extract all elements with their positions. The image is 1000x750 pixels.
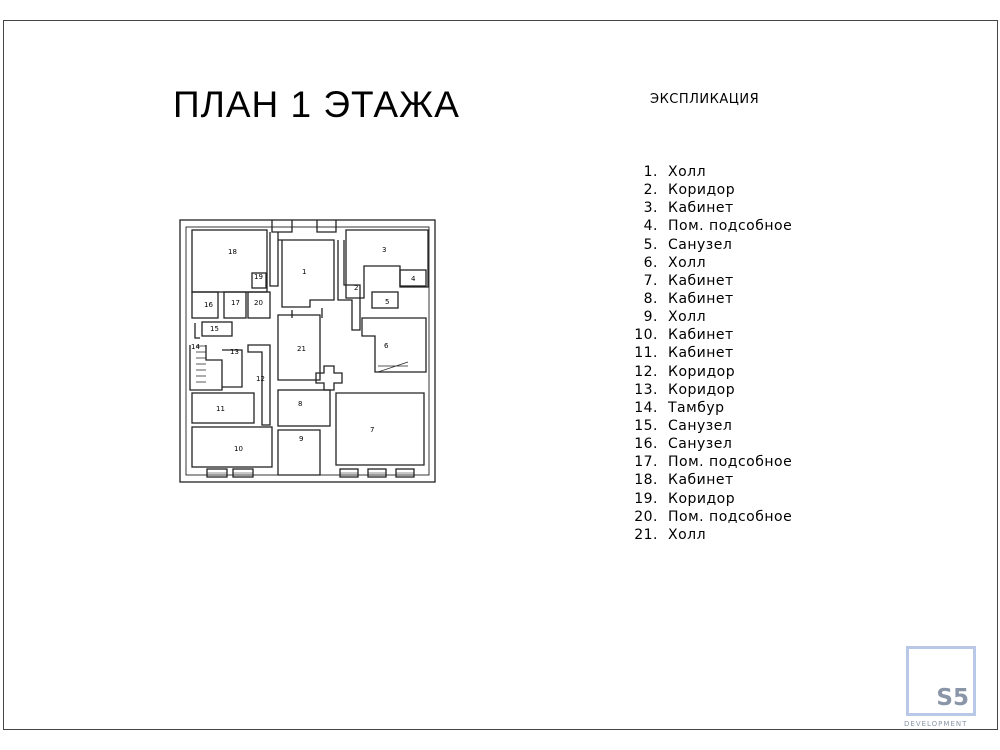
item-number: 4.: [643, 218, 658, 235]
room-label: 4: [411, 275, 416, 283]
room-label: 2: [354, 284, 358, 292]
explication-item: 19. Коридор: [628, 490, 792, 508]
item-name: Пом. подсобное: [668, 454, 793, 471]
logo-caption: DEVELOPMENT: [904, 720, 968, 728]
item-name: Санузел: [668, 236, 733, 253]
explication-item: 14. Тамбур: [628, 399, 792, 417]
room-label: 1: [302, 268, 306, 276]
item-number: 21.: [634, 526, 658, 543]
item-number: 2.: [643, 182, 658, 199]
room-label: 5: [385, 298, 389, 306]
item-number: 1.: [643, 164, 658, 180]
item-number: 3.: [643, 200, 658, 217]
item-number: 10.: [634, 327, 658, 344]
room-label: 10: [234, 445, 243, 453]
room-label: 12: [256, 375, 265, 383]
explication-item: 2. Коридор: [628, 181, 792, 199]
item-number: 18.: [634, 472, 658, 489]
explication-item: 7. Кабинет: [628, 272, 792, 290]
plan-title: ПЛАН 1 ЭТАЖА: [173, 84, 460, 125]
item-name: Кабинет: [668, 345, 734, 362]
logo-frame: S5: [906, 646, 976, 716]
explication-item: 13. Коридор: [628, 381, 792, 399]
explication-list: 1. Холл 2. Коридор 3. Кабинет 4. Пом. подсоб…: [628, 163, 792, 544]
company-logo: S5 DEVELOPMENT: [904, 644, 982, 730]
item-name: Кабинет: [668, 290, 734, 307]
item-number: 11.: [634, 345, 658, 362]
item-name: Тамбур: [668, 399, 725, 416]
room-label: 6: [384, 342, 389, 350]
item-number: 8.: [643, 290, 658, 307]
item-name: Кабинет: [668, 472, 734, 489]
explication-item: 11. Кабинет: [628, 344, 792, 362]
explication-item: 15. Санузел: [628, 417, 792, 435]
room-label: 17: [231, 299, 240, 307]
item-name: Кабинет: [668, 200, 734, 217]
room-label: 7: [370, 426, 374, 434]
item-number: 15.: [634, 417, 658, 434]
room-label: 21: [297, 345, 306, 353]
room-label: 18: [228, 248, 237, 256]
explication-item: 4. Пом. подсобное: [628, 217, 792, 235]
room-label: 8: [298, 400, 302, 408]
item-number: 19.: [634, 490, 658, 507]
explication-item: 18. Кабинет: [628, 471, 792, 489]
item-name: Холл: [668, 164, 707, 180]
item-number: 14.: [634, 399, 658, 416]
item-number: 7.: [643, 272, 658, 289]
room-label: 19: [254, 273, 263, 281]
room-numbers: 1 2 3 4 5 6 7 8 9 10 11 12 13 14 15 16 1…: [191, 246, 416, 453]
item-name: Кабинет: [668, 327, 734, 344]
explication-item: 6. Холл: [628, 254, 792, 272]
room-label: 9: [299, 435, 303, 443]
item-number: 16.: [634, 436, 658, 453]
item-name: Холл: [668, 254, 707, 271]
room-label: 3: [382, 246, 386, 254]
item-number: 12.: [634, 363, 658, 380]
item-name: Коридор: [668, 182, 736, 199]
room-label: 16: [204, 301, 213, 309]
explication-item: 20. Пом. подсобное: [628, 508, 792, 526]
explication-item: 5. Санузел: [628, 236, 792, 254]
room-label: 14: [191, 343, 200, 351]
explication-item: 9. Холл: [628, 308, 792, 326]
item-name: Коридор: [668, 363, 736, 380]
explication-item: 10. Кабинет: [628, 326, 792, 344]
item-name: Холл: [668, 526, 707, 543]
explication-title: ЭКСПЛИКАЦИЯ: [650, 92, 760, 107]
room-label: 13: [230, 348, 239, 356]
item-name: Пом. подсобное: [668, 508, 793, 525]
explication-item: 12. Коридор: [628, 363, 792, 381]
plan-walls: [179, 219, 436, 483]
explication-item: 17. Пом. подсобное: [628, 453, 792, 471]
explication-item: 8. Кабинет: [628, 290, 792, 308]
item-name: Кабинет: [668, 272, 734, 289]
explication-item: 21. Холл: [628, 526, 792, 544]
item-name: Санузел: [668, 436, 733, 453]
item-number: 9.: [643, 309, 658, 326]
item-number: 13.: [634, 381, 658, 398]
item-number: 6.: [643, 254, 658, 271]
explication-item: 16. Санузел: [628, 435, 792, 453]
drawing-sheet: [3, 20, 998, 730]
room-label: 20: [254, 299, 263, 307]
logo-mark: S5: [936, 685, 969, 711]
item-number: 17.: [634, 454, 658, 471]
item-name: Пом. подсобное: [668, 218, 793, 235]
item-name: Холл: [668, 309, 707, 326]
explication-item: 1. Холл: [628, 163, 792, 181]
explication-item: 3. Кабинет: [628, 199, 792, 217]
item-name: Коридор: [668, 381, 736, 398]
item-name: Санузел: [668, 417, 733, 434]
room-label: 11: [216, 405, 225, 413]
item-name: Коридор: [668, 490, 736, 507]
item-number: 20.: [634, 508, 658, 525]
room-label: 15: [210, 325, 219, 333]
item-number: 5.: [643, 236, 658, 253]
